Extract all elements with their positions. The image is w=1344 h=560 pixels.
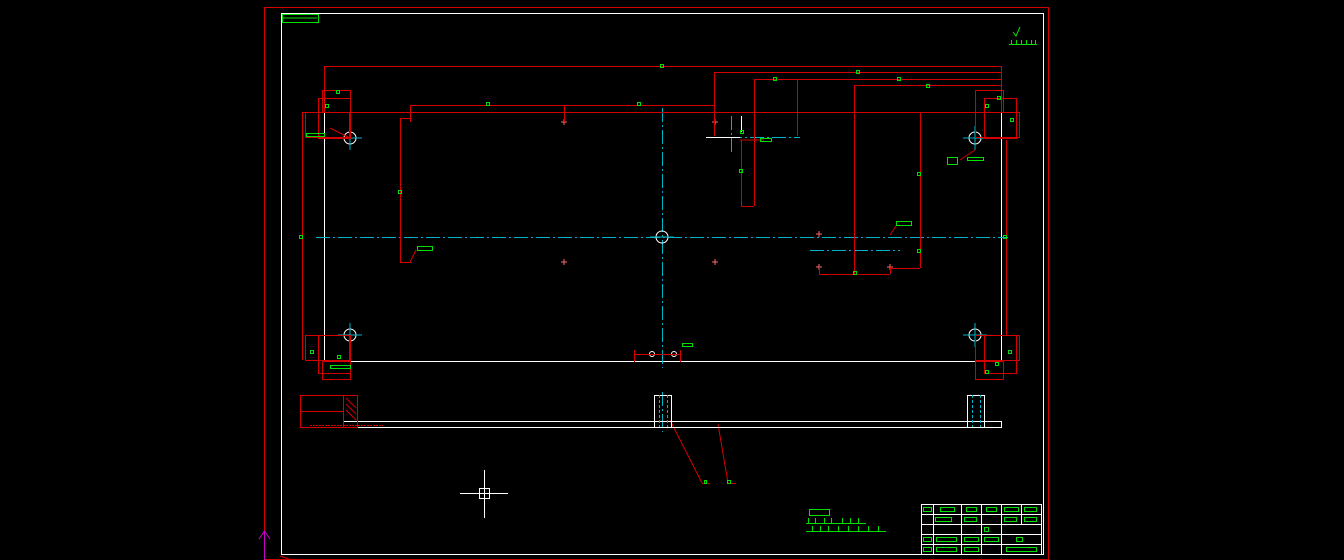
crosshair-cursor-icon xyxy=(460,470,508,518)
centerlines xyxy=(316,108,1008,432)
side-boss-right xyxy=(967,395,985,428)
outer-border xyxy=(264,7,1049,560)
technical-notes xyxy=(806,509,886,532)
annotation-markers xyxy=(299,64,1014,484)
side-boss-center xyxy=(654,395,672,428)
title-block xyxy=(921,504,1042,555)
slot-feature xyxy=(706,116,755,206)
surface-roughness-icon xyxy=(1009,26,1037,45)
dimensions xyxy=(302,66,1018,484)
drawing-number-box xyxy=(282,14,319,23)
inner-border xyxy=(281,13,1044,555)
ucs-axis-icon xyxy=(258,530,293,560)
corner-details xyxy=(305,90,1020,380)
drawing-frame xyxy=(264,7,1049,560)
point-marks xyxy=(561,119,893,270)
plate-side-view xyxy=(300,395,1002,428)
side-boss-left xyxy=(343,395,358,428)
